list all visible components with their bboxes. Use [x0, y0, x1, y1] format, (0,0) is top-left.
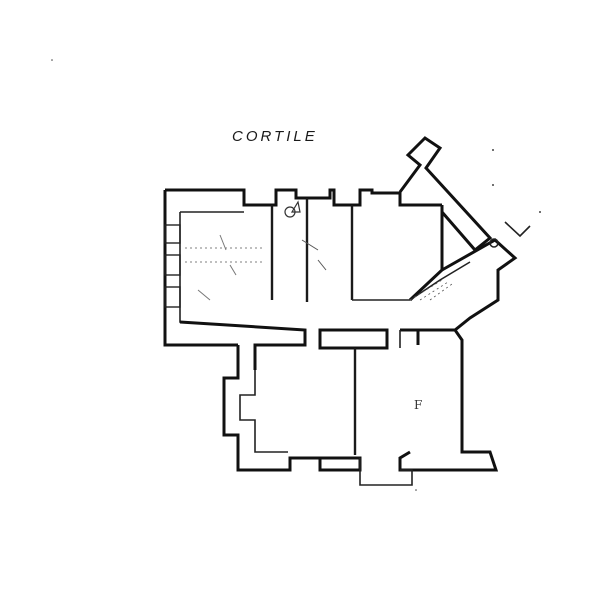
stair-wing — [398, 136, 493, 253]
outer-wall-upper — [165, 188, 442, 207]
room-label-right: F — [414, 398, 423, 412]
outer-wall-right-upper — [408, 205, 444, 302]
column-marker — [489, 238, 499, 248]
scan-specks — [51, 59, 541, 491]
inner-wall-left — [179, 212, 306, 331]
outer-wall-lower-right — [398, 329, 499, 472]
courtyard-label: CORTILE — [232, 128, 318, 145]
sketch-marks — [185, 200, 453, 301]
stair-wing-lower — [416, 238, 518, 345]
outer-wall-left — [163, 190, 238, 347]
outer-wall-lower-left — [222, 345, 322, 472]
middle-wall — [179, 320, 307, 370]
bottom-entrance — [318, 456, 362, 472]
left-windows — [164, 224, 181, 308]
